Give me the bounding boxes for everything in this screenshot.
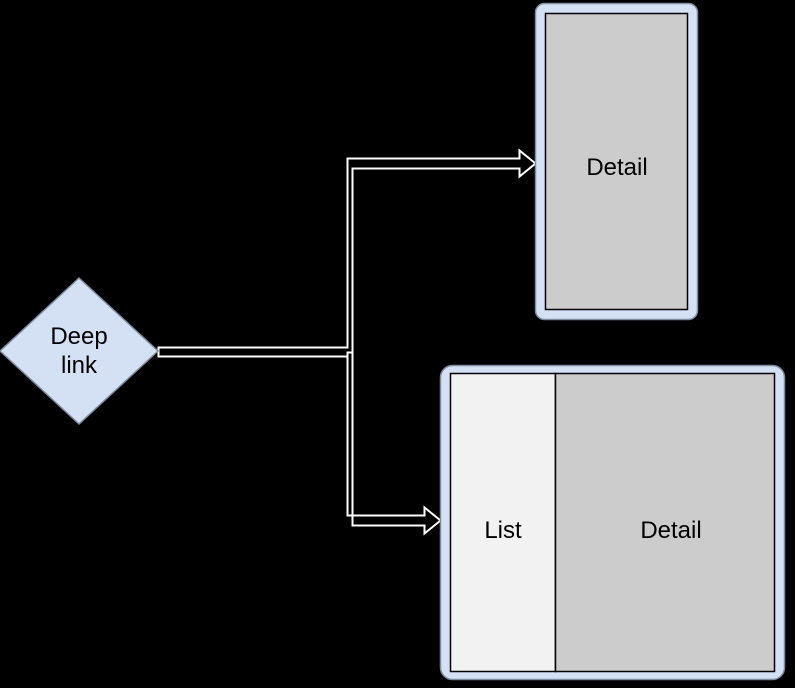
deep-link-shape bbox=[0, 276, 160, 426]
edge-deep-link-to-list-detail[interactable] bbox=[346, 351, 443, 536]
detail-screen-node[interactable] bbox=[534, 2, 699, 321]
edge-lower-path bbox=[346, 351, 443, 536]
list-pane[interactable] bbox=[449, 372, 557, 673]
list-detail-screen-node[interactable] bbox=[439, 364, 786, 681]
detail-screen-content bbox=[544, 12, 689, 311]
detail-pane[interactable] bbox=[554, 372, 776, 673]
deep-link-node[interactable] bbox=[0, 276, 160, 426]
edge-deep-link-to-detail[interactable] bbox=[157, 148, 538, 358]
edge-upper-path bbox=[157, 148, 538, 358]
